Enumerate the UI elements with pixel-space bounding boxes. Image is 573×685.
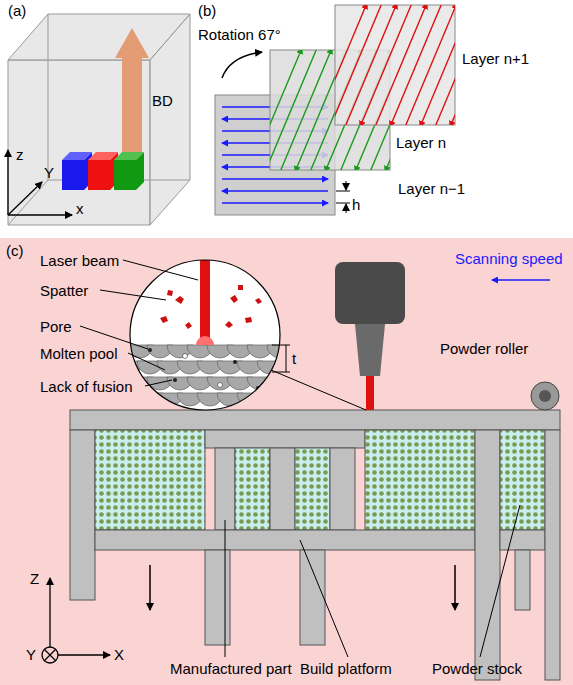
melt-pool-track	[277, 393, 303, 406]
scan-vector	[335, 5, 367, 125]
melt-pool-track	[297, 393, 323, 406]
laser-head	[335, 262, 405, 410]
axes-c	[42, 578, 110, 663]
label: Rotation 67°	[198, 26, 281, 43]
powder-roller	[531, 382, 559, 410]
label: Y	[26, 646, 36, 663]
label: Layer n+1	[462, 50, 529, 67]
build-direction-arrow	[115, 28, 149, 168]
scan-vector	[270, 50, 302, 170]
label: t	[292, 350, 296, 367]
scan-vector	[405, 5, 455, 125]
label: (c)	[6, 242, 24, 259]
layer-thickness-dimension	[272, 345, 290, 372]
label: z	[16, 146, 24, 163]
scan-vector	[280, 50, 332, 170]
label: BD	[152, 92, 173, 109]
specimens	[62, 152, 144, 190]
label: Powder stock	[432, 660, 522, 677]
label: Manufactured part	[170, 660, 292, 677]
label: Laser beam	[40, 252, 119, 269]
machine	[70, 410, 560, 680]
melt-pool-track	[267, 377, 293, 390]
label: Lack of fusion	[40, 378, 133, 395]
rotation-arrow	[222, 52, 262, 78]
label: Build platform	[300, 660, 392, 677]
scan-vector	[360, 5, 412, 125]
scan-vector	[390, 5, 442, 125]
melt-pool-track	[267, 345, 293, 358]
melt-pool-track	[287, 345, 313, 358]
label: Pore	[40, 318, 72, 335]
melt-pool-track	[287, 377, 313, 390]
zoom-line	[271, 370, 366, 410]
scan-vector	[222, 190, 328, 191]
melt-pool-track	[247, 377, 273, 390]
scan-vector	[345, 5, 397, 125]
label: x	[76, 200, 84, 217]
panel-ground	[0, 238, 573, 685]
scan-vector	[270, 50, 317, 170]
scan-arrow	[492, 279, 550, 281]
label: (a)	[8, 2, 26, 19]
label: (b)	[198, 2, 216, 19]
scan-vector	[420, 5, 455, 125]
label: Y	[44, 164, 54, 181]
label: Z	[30, 570, 39, 587]
cube	[8, 14, 190, 225]
label: Powder roller	[440, 340, 528, 357]
label: Layer n	[396, 134, 446, 151]
scan-vector	[222, 202, 328, 203]
leader-lines	[80, 260, 520, 657]
label: Spatter	[40, 282, 88, 299]
zoom-view	[107, 260, 323, 410]
scan-vector	[222, 178, 328, 179]
scan-vector	[335, 5, 382, 125]
zoom-circle	[130, 260, 280, 410]
hatch-dimension	[336, 181, 350, 213]
roller-axle	[539, 390, 551, 402]
label: Molten pool	[40, 345, 118, 362]
label: Scanning speed	[455, 250, 563, 267]
scan-vector	[375, 5, 427, 125]
melt-pool-track	[257, 393, 283, 406]
label: Layer n−1	[398, 180, 465, 197]
label: h	[352, 196, 360, 213]
motion-arrows	[150, 565, 455, 610]
melt-pool-track	[297, 361, 323, 374]
scan-vector	[435, 5, 455, 125]
label: X	[114, 646, 124, 663]
scan-vector	[450, 5, 455, 125]
